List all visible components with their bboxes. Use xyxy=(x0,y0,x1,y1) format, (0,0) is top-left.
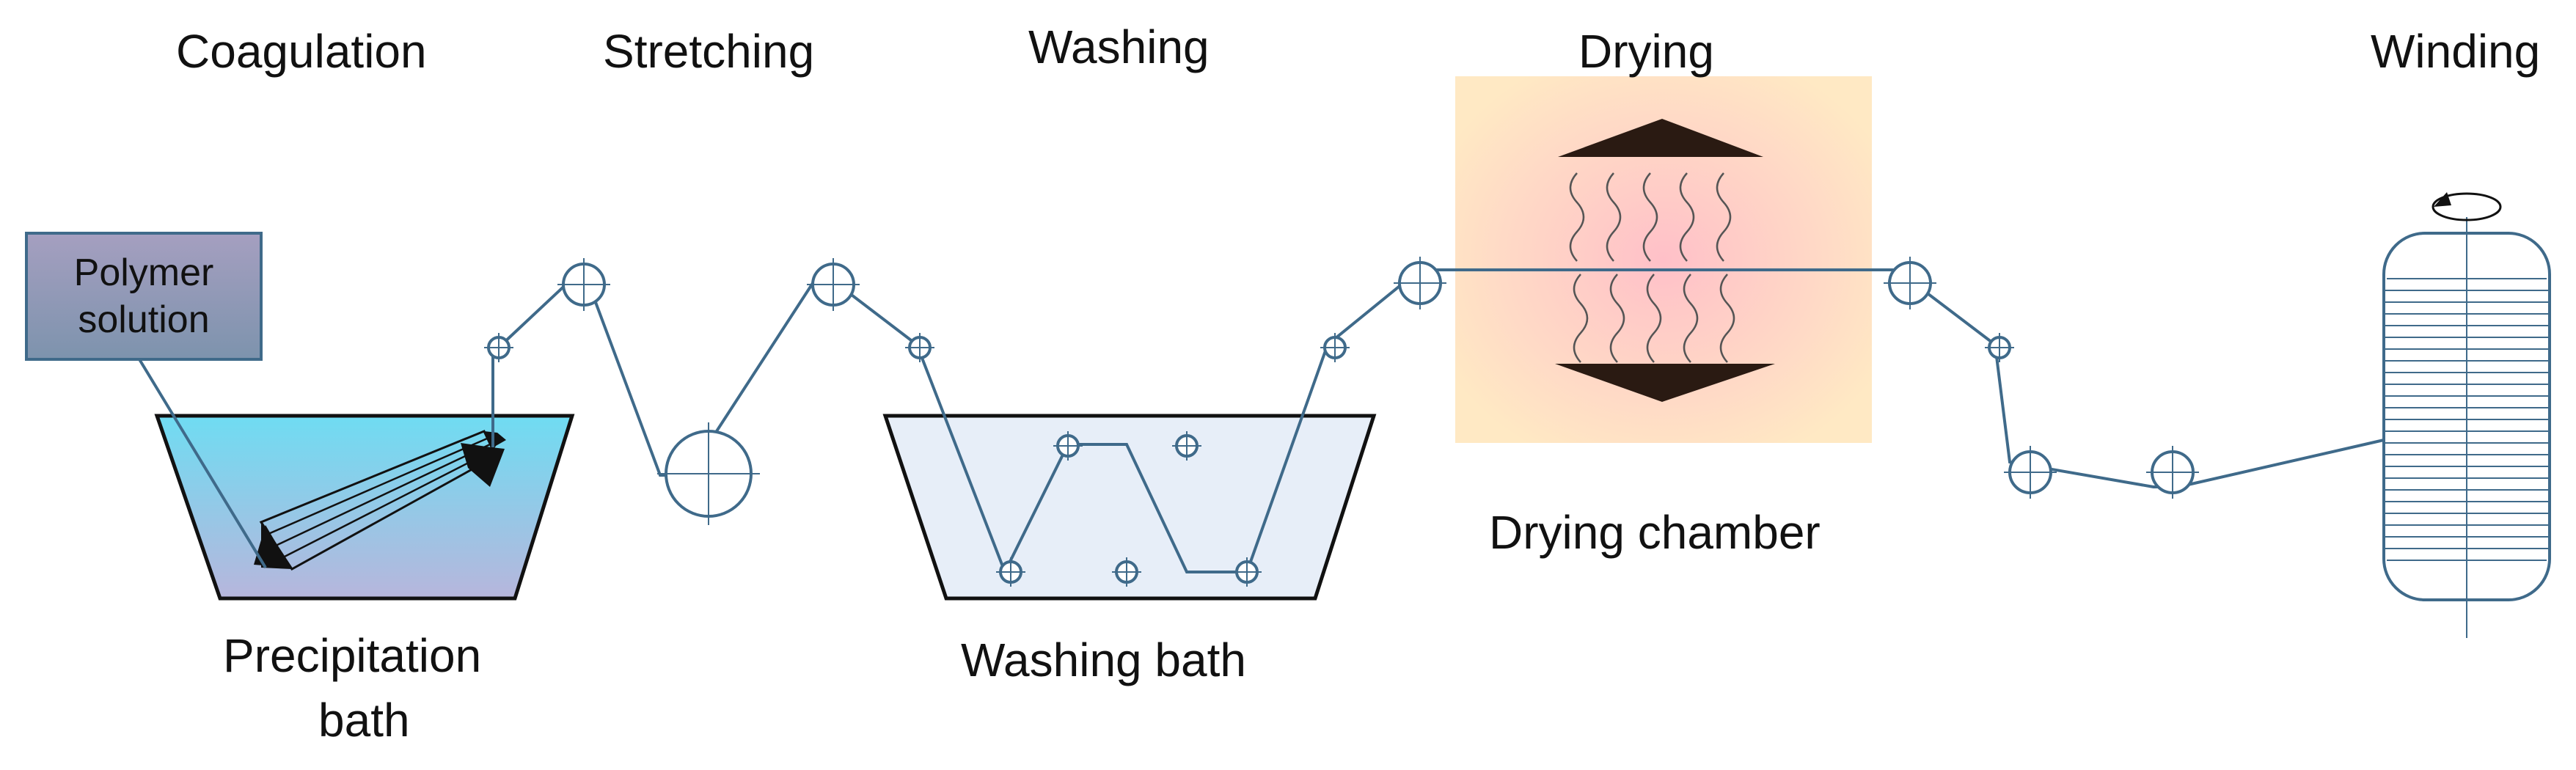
precipitation-bath-label-line1: Precipitation xyxy=(223,629,482,682)
heat-waves-lower xyxy=(1573,274,1735,363)
stage-drying: Drying xyxy=(1578,25,1714,78)
precipitation-bath xyxy=(154,414,575,601)
roller-crosshairs xyxy=(484,257,2199,587)
spinneret-nozzle xyxy=(254,430,506,571)
polymer-solution-line2: solution xyxy=(78,298,210,341)
precipitation-bath-label-line2: bath xyxy=(318,694,410,747)
stage-stretching: Stretching xyxy=(603,25,815,78)
stage-winding: Winding xyxy=(2371,25,2541,78)
polymer-solution-box xyxy=(25,232,263,361)
feed-line xyxy=(138,358,267,569)
washing-bath xyxy=(882,414,1377,601)
polymer-solution-line1: Polymer xyxy=(73,252,214,294)
stage-washing: Washing xyxy=(1028,21,1210,73)
rotation-arrow-icon xyxy=(2432,192,2502,221)
heat-waves-upper xyxy=(1569,172,1732,262)
washing-bath-label: Washing bath xyxy=(961,634,1246,686)
drying-chamber-label: Drying chamber xyxy=(1489,506,1821,559)
stage-coagulation: Coagulation xyxy=(176,25,427,78)
heater-top-icon xyxy=(1558,119,1763,157)
heater-bottom-icon xyxy=(1555,364,1775,402)
fiber-path xyxy=(491,268,2385,576)
winding-bobbin xyxy=(2382,192,2551,638)
polymer-solution-label: Polymer solution xyxy=(26,233,261,359)
